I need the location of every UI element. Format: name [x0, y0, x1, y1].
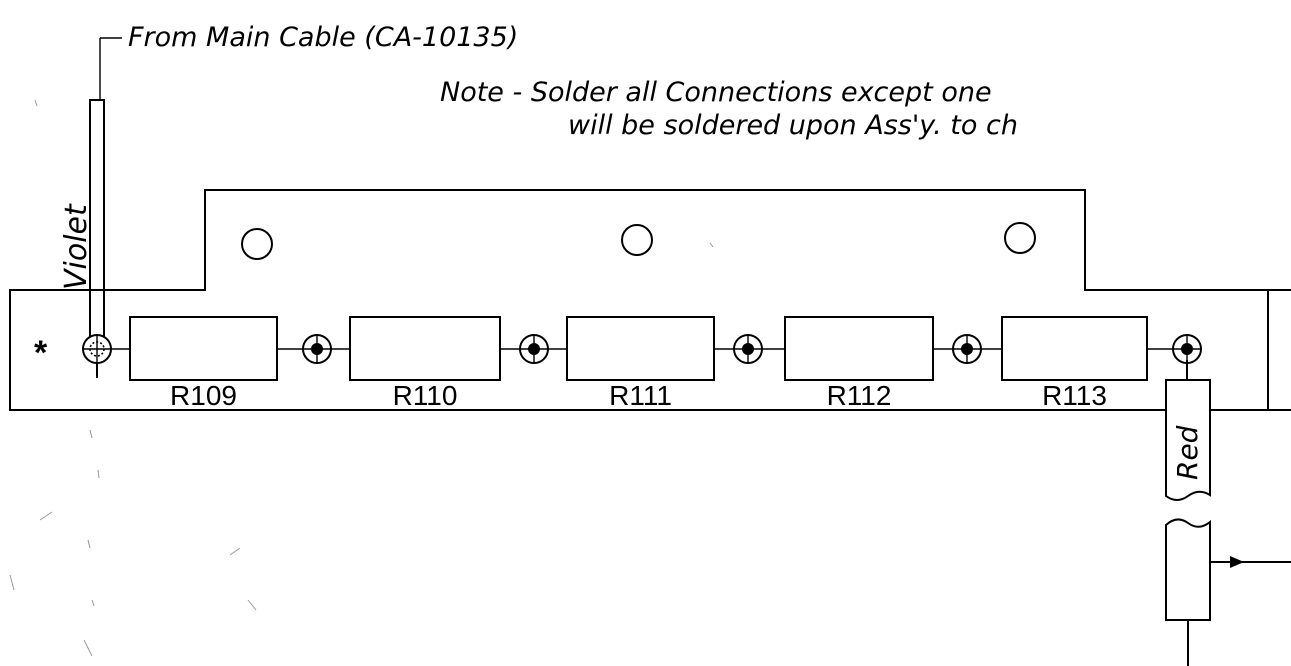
resistor-body: [566, 316, 715, 381]
lower-wire: [1165, 518, 1211, 621]
solder-joint: [1181, 343, 1193, 355]
resistor-body: [349, 316, 501, 381]
solder-joint: [311, 343, 323, 355]
resistor-label: R110: [393, 380, 458, 411]
mounting-hole: [621, 224, 653, 256]
source-label: From Main Cable (CA-10135): [128, 22, 518, 53]
red-wire: [1165, 379, 1211, 501]
solder-joint: [742, 343, 754, 355]
solder-joint: [528, 343, 540, 355]
branch-arrow: [1230, 556, 1244, 568]
resistor-body: [129, 316, 278, 381]
red-wire-label: Red: [1171, 425, 1204, 480]
resistor-label: R112: [827, 380, 892, 411]
resistor-label: R109: [170, 380, 237, 411]
unsoldered-joint: [89, 341, 105, 357]
resistor-body: [1001, 316, 1148, 381]
asterisk-marker: *: [34, 334, 48, 372]
resistor-chain: R109 R110 R111 R112 R113: [82, 316, 1202, 411]
resistor-label: R113: [1042, 380, 1107, 411]
resistor-label: R111: [609, 380, 672, 411]
note-line-1: Note - Solder all Connections except one: [440, 77, 992, 108]
resistor-body: [784, 316, 934, 381]
violet-wire-label: Violet: [59, 203, 94, 290]
mounting-hole: [1004, 222, 1036, 254]
board-outline: [9, 189, 1291, 411]
mounting-hole: [241, 228, 273, 260]
note-line-2: will be soldered upon Ass'y. to ch: [568, 110, 1018, 141]
solder-joint: [961, 343, 973, 355]
scan-noise: [9, 99, 714, 657]
